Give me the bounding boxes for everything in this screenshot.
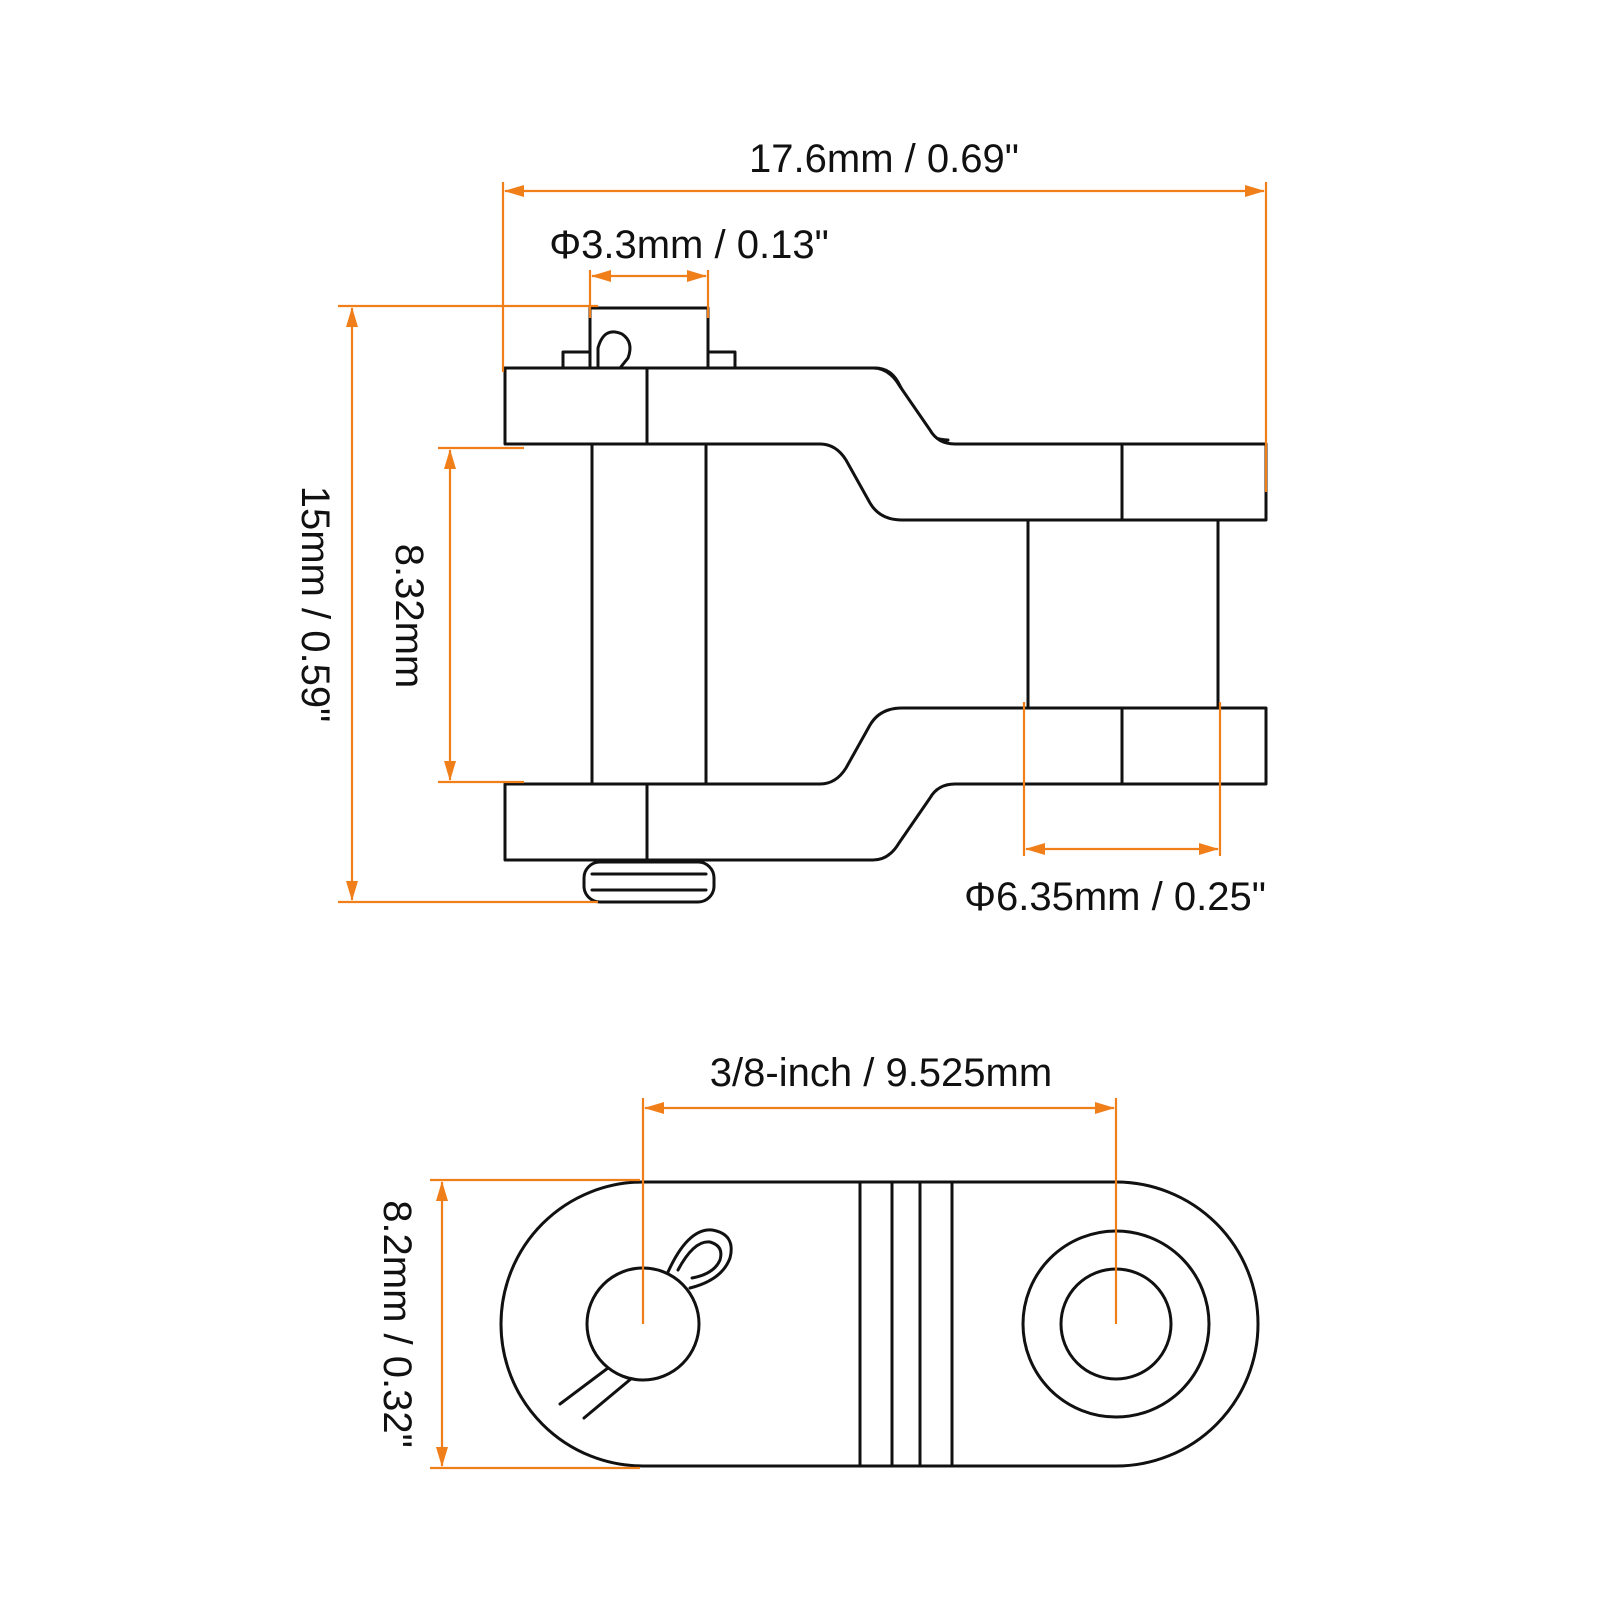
roller-bushing <box>1026 508 1220 720</box>
overall-height-label: 15mm / 0.59" <box>293 486 337 723</box>
pin-head-bottom <box>582 860 716 904</box>
roller-diameter-label: Φ6.35mm / 0.25" <box>964 875 1266 919</box>
dimension-pitch: 3/8-inch / 9.525mm <box>641 1051 1118 1324</box>
dimension-plate-height: 8.2mm / 0.32" <box>375 1178 640 1470</box>
overall-length-label: 17.6mm / 0.69" <box>749 137 1019 181</box>
connecting-pin <box>590 438 708 790</box>
dimension-overall-height: 15mm / 0.59" <box>293 304 598 904</box>
plate-grooves <box>858 1180 954 1468</box>
dimension-roller-diameter: Φ6.35mm / 0.25" <box>964 702 1266 919</box>
plate-height-label: 8.2mm / 0.32" <box>375 1200 419 1448</box>
pitch-label: 3/8-inch / 9.525mm <box>710 1051 1052 1095</box>
dimension-pin-diameter: Φ3.3mm / 0.13" <box>549 223 829 318</box>
side-view <box>503 306 1268 904</box>
lower-outer-plate <box>503 706 1268 862</box>
dimension-inner-width: 8.32mm <box>387 446 524 784</box>
dimension-overall-length: 17.6mm / 0.69" <box>501 137 1268 492</box>
pin-head-top <box>561 306 737 370</box>
inner-width-label: 8.32mm <box>387 544 431 689</box>
top-view <box>499 1180 1260 1468</box>
pin-diameter-label: Φ3.3mm / 0.13" <box>549 223 829 267</box>
cotter-pin <box>558 1228 733 1420</box>
